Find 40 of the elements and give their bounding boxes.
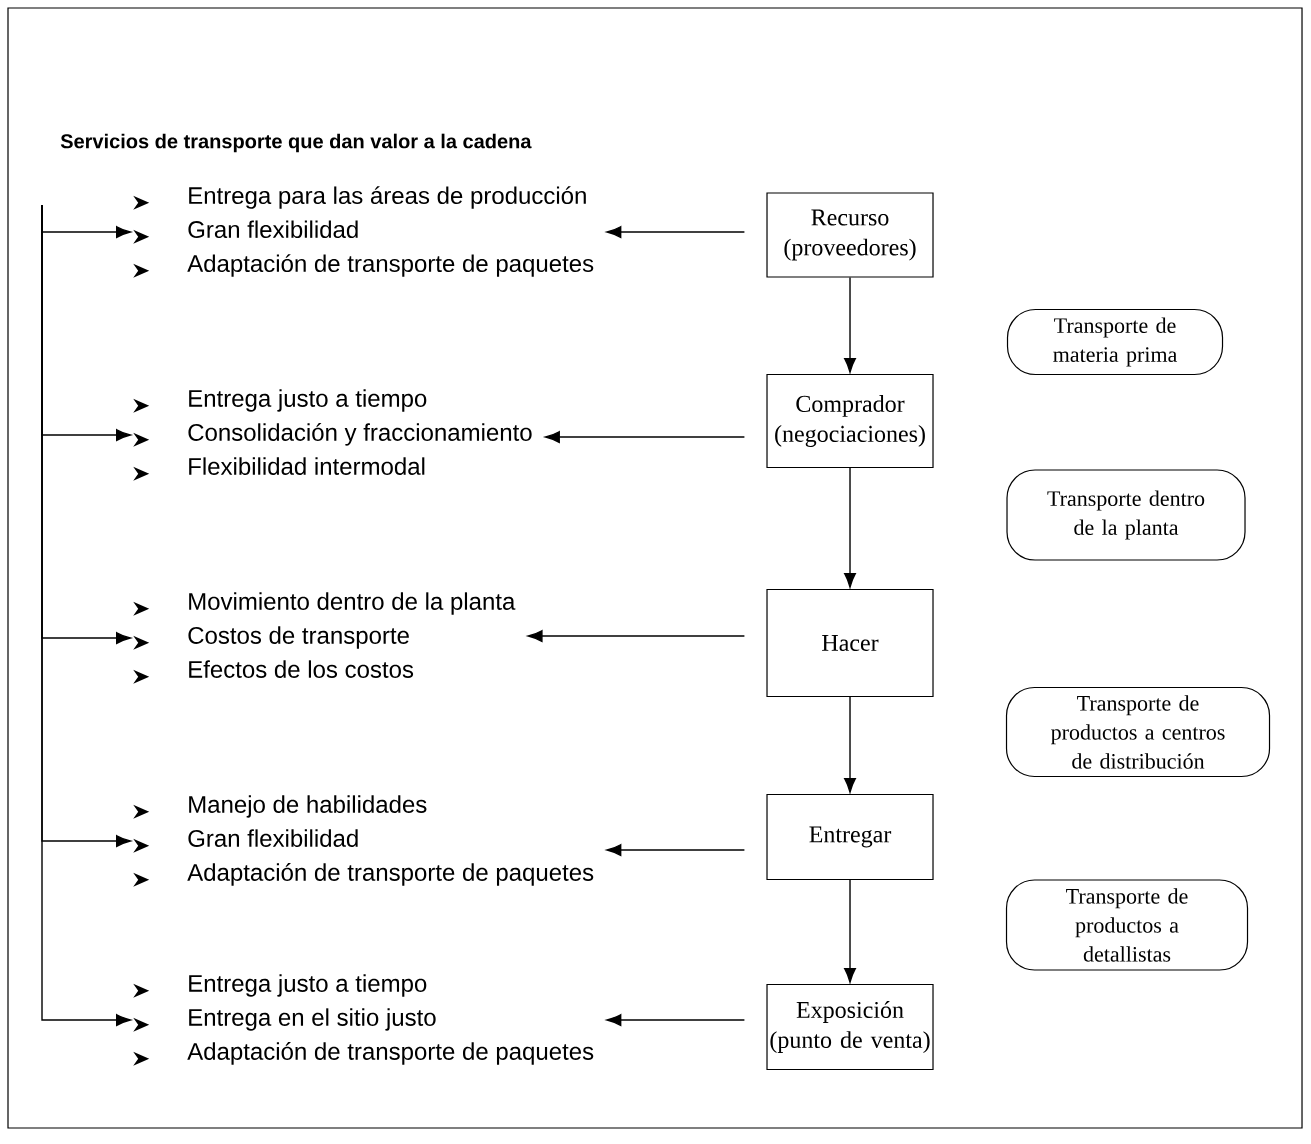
arrow: [844, 276, 856, 373]
bracket-arrow: [41, 204, 131, 1026]
process-box: Exposición (punto de venta): [766, 983, 934, 1071]
process-box: Entregar: [766, 793, 934, 881]
process-box: Hacer: [766, 588, 934, 698]
node-label: Movimiento dentro de la planta: [189, 592, 516, 615]
arrow: [844, 879, 856, 983]
node-label: Gran flexibilidad: [188, 220, 358, 239]
node-label: Adaptación de transporte de paquetes: [187, 863, 594, 886]
arrow: [606, 226, 746, 238]
node-label: Adaptación de transporte de paquetes: [187, 254, 594, 277]
node-label: Entrega para las áreas de producción: [189, 186, 586, 209]
node-label: Flexibilidad intermodal: [189, 457, 425, 475]
node-label: Efectos de los costos: [189, 660, 414, 678]
arrow: [844, 696, 856, 793]
bullet-list: Entrega para las áreas de producción Gran flexibilidad Adaptación de transporte de paquetes: [133, 186, 594, 278]
bullet-list: Movimiento dentro de la planta Costos de transporte Efectos de los costos: [133, 592, 516, 684]
node-label: Adaptación de transporte de paquetes: [187, 1042, 594, 1065]
node-label: Consolidación y fraccionamiento: [188, 423, 532, 446]
node-label: Entrega en el sitio justo: [189, 1008, 436, 1031]
title: Servicios de transporte que dan valor a la cadena: [60, 133, 532, 153]
node-label: Entrega justo a tiempo: [189, 974, 427, 997]
arrow: [606, 1014, 746, 1026]
bullet-list: Manejo de habilidades Gran flexibilidad Adaptación de transporte de paquetes: [133, 795, 594, 887]
bullet-list: Entrega justo a tiempo Entrega en el sitio justo Adaptación de transporte de paquetes: [133, 974, 594, 1066]
process-box: Comprador (negociaciones): [766, 373, 934, 469]
arrow: [545, 431, 746, 443]
rounded-note: Transporte de productos a centros de distribución: [1005, 686, 1271, 778]
arrow: [844, 467, 856, 588]
node-label: Gran flexibilidad: [188, 829, 358, 847]
node-label: Entrega justo a tiempo: [189, 389, 427, 412]
process-box: Recurso (proveedores): [766, 192, 934, 278]
bullet-list: Entrega justo a tiempo Consolidación y fraccionamiento Flexibilidad intermodal: [133, 389, 532, 481]
node-label: Manejo de habilidades: [189, 795, 427, 818]
arrow: [606, 844, 746, 856]
arrow: [527, 630, 746, 642]
rounded-note: Transporte de materia prima: [1006, 308, 1224, 376]
node-label: Costos de transporte: [188, 626, 409, 649]
rounded-note: Transporte dentro de la planta: [1006, 469, 1246, 561]
rounded-note: Transporte de productos a detallistas: [1005, 879, 1249, 971]
